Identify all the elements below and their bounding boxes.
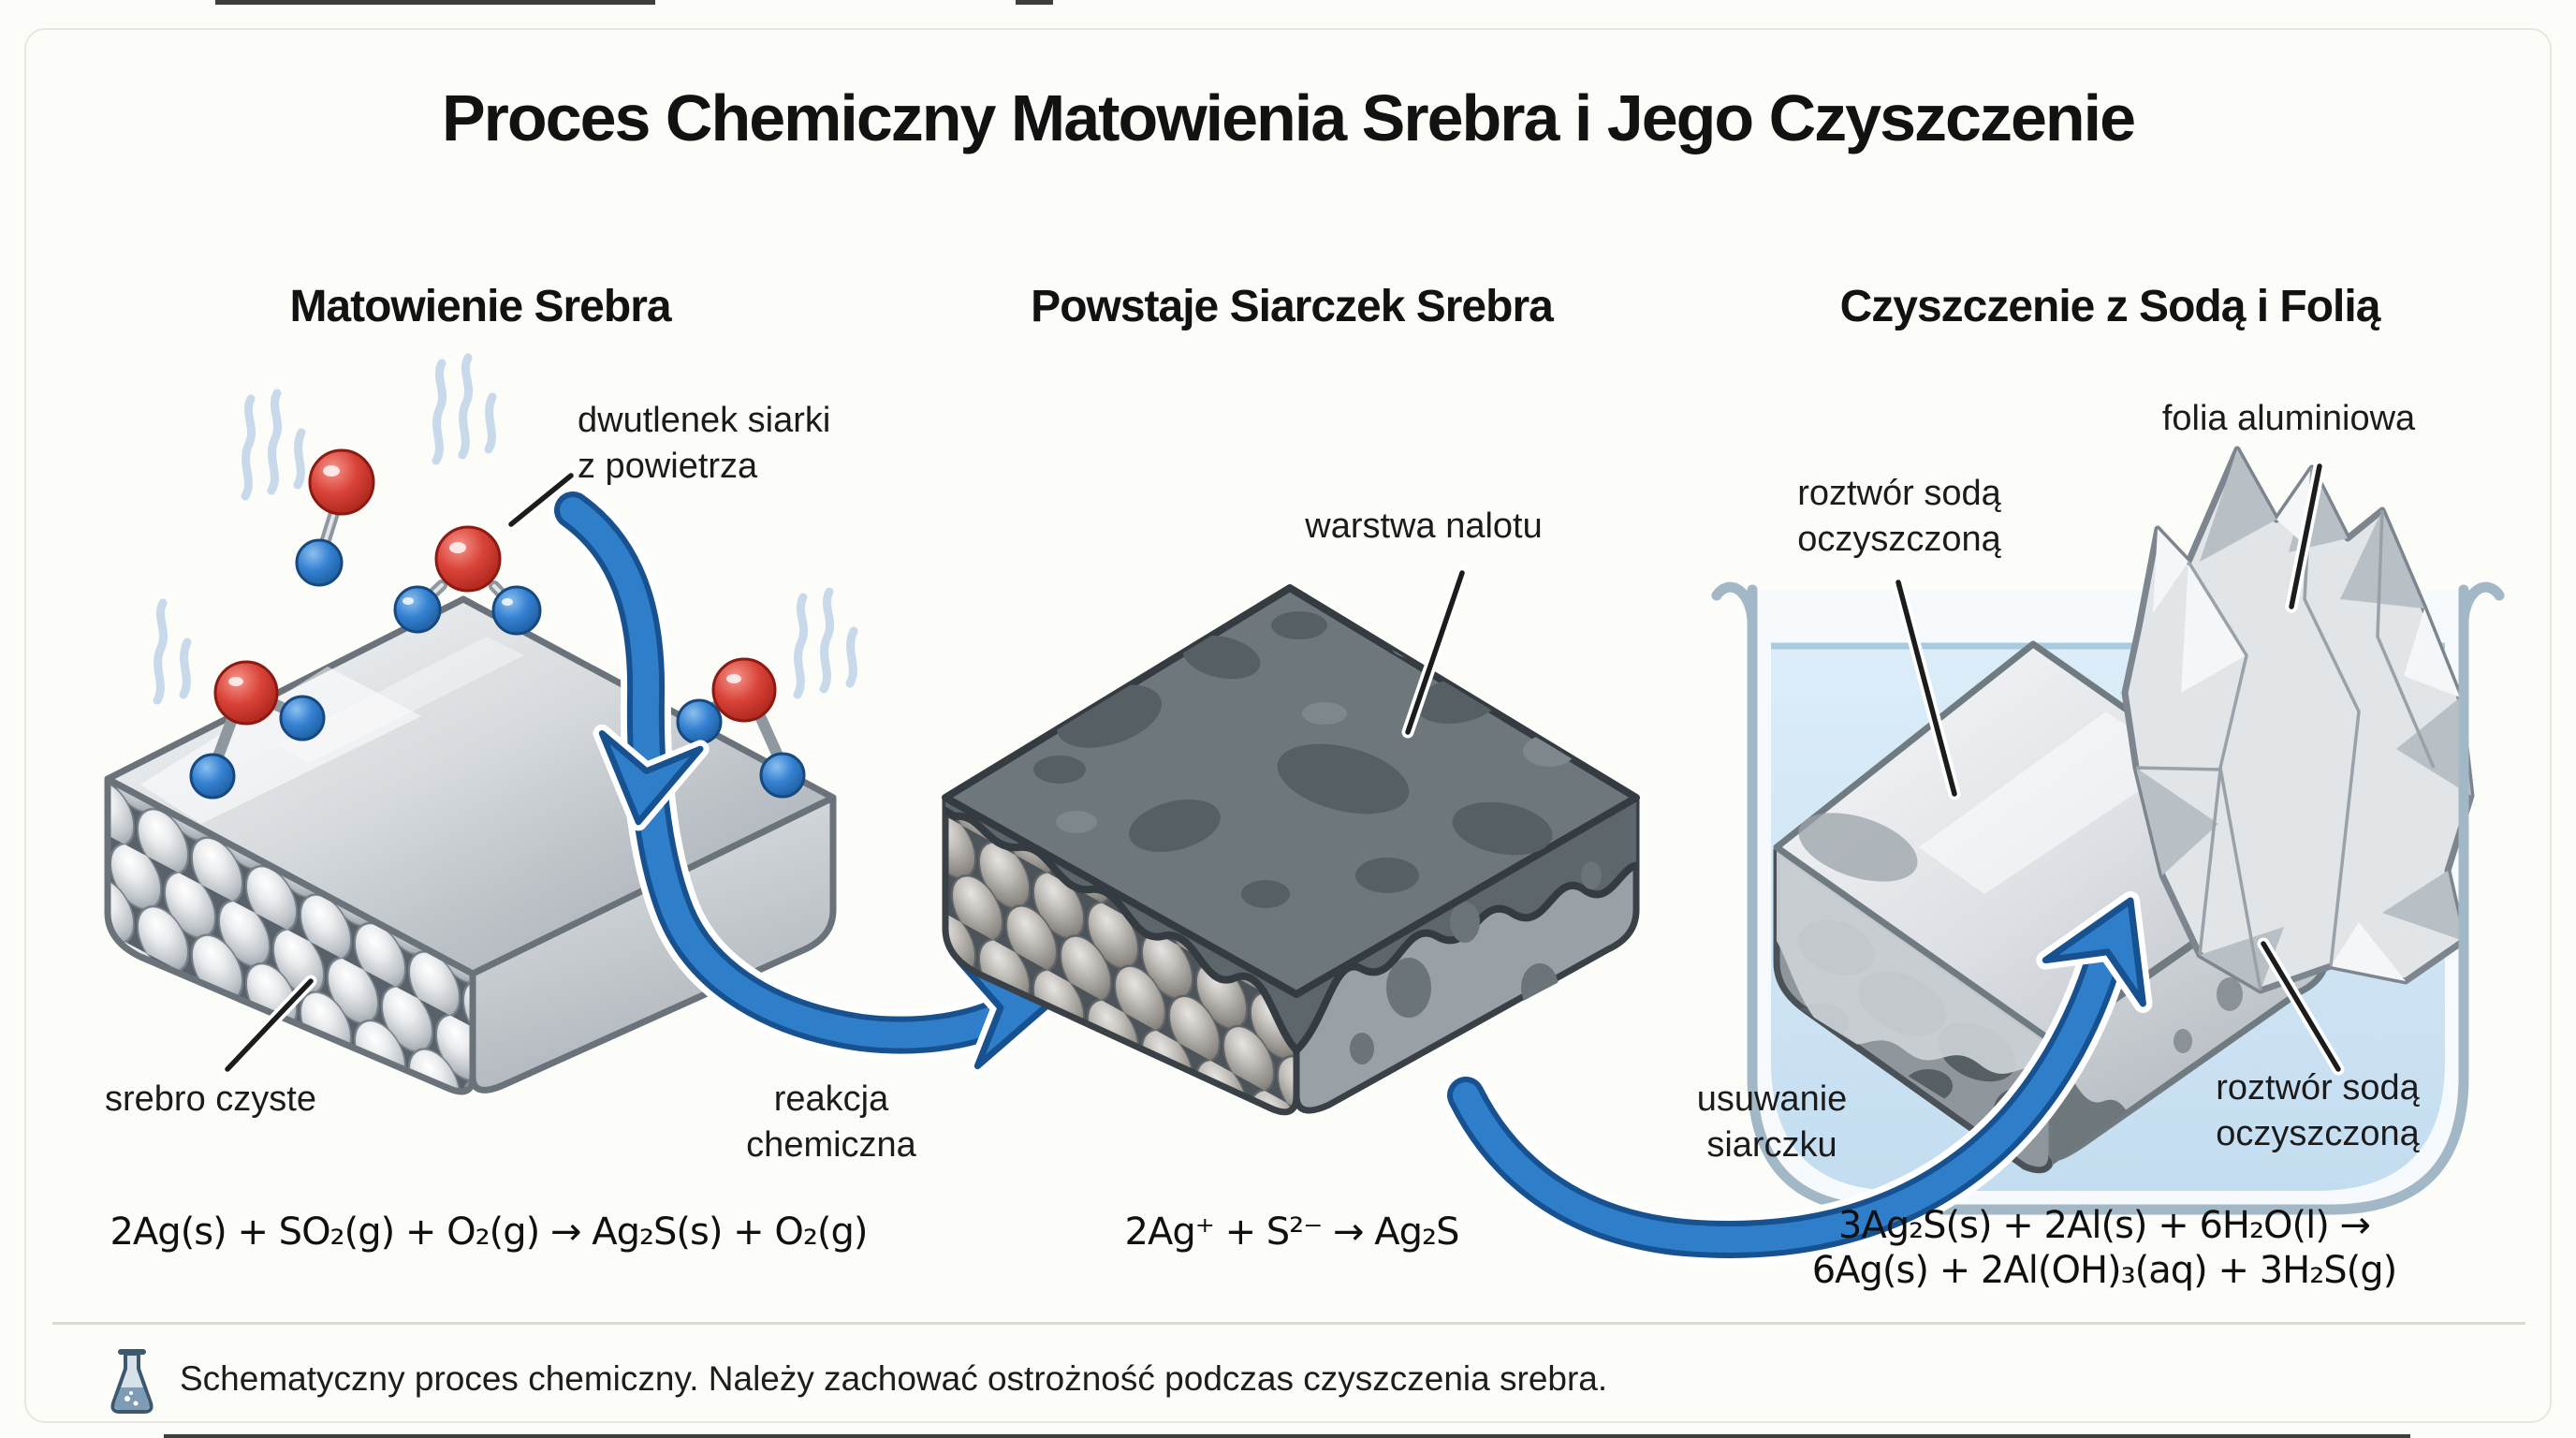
tarnish-layer-label: warstwa nalotu <box>1305 506 1543 546</box>
removal-arrow-label: usuwanie siarczku <box>1696 1079 1848 1166</box>
aluminum-foil-label: folia aluminiowa <box>2161 399 2416 438</box>
pure-silver-label: srebro czyste <box>105 1079 316 1119</box>
footer-divider <box>52 1322 2525 1325</box>
air-motion-waves-icon <box>153 353 858 705</box>
bottom-edge-artifact <box>164 1434 2410 1438</box>
panel2-header: Powstaje Siarczek Srebra <box>1031 282 1554 331</box>
leader-lines <box>221 460 2345 1076</box>
reaction-arrow-icon <box>548 485 1065 1076</box>
flask-icon <box>105 1346 159 1424</box>
panel1-header: Matowienie Srebra <box>289 282 671 331</box>
soda-solution-label-top: roztwór sodą oczyszczoną <box>1797 474 2001 560</box>
tarnished-bar-icon <box>942 584 1640 1116</box>
panel3-header: Czyszczenie z Sodą i Folią <box>1839 282 2381 331</box>
glass-container-icon <box>1711 581 2505 1215</box>
so2-label: dwutlenek siarki z powietrza <box>578 401 831 487</box>
top-edge-artifact <box>1016 0 1053 5</box>
top-edge-artifact <box>215 0 655 5</box>
removal-arrow-icon <box>1441 891 2153 1265</box>
page-card-border <box>24 28 2552 1423</box>
so2-molecule-icon <box>189 448 806 800</box>
reaction-arrow-label: reakcja chemiczna <box>746 1079 916 1166</box>
footer-note: Schematyczny proces chemiczny. Należy za… <box>180 1359 1608 1398</box>
panel1-equation: 2Ag(s) + SO₂(g) + O₂(g) → Ag₂S(s) + O₂(g… <box>110 1211 868 1254</box>
panel3-equation: 3Ag₂S(s) + 2Al(s) + 6H₂O(l) → 6Ag(s) + 2… <box>1811 1204 2398 1292</box>
page-title: Proces Chemiczny Matowienia Srebra i Jeg… <box>441 81 2136 154</box>
panel2-equation: 2Ag⁺ + S²⁻ → Ag₂S <box>1124 1211 1460 1254</box>
soda-solution-label-bottom: roztwór sodą oczyszczoną <box>2216 1068 2420 1154</box>
aluminum-foil-icon <box>2121 446 2475 994</box>
